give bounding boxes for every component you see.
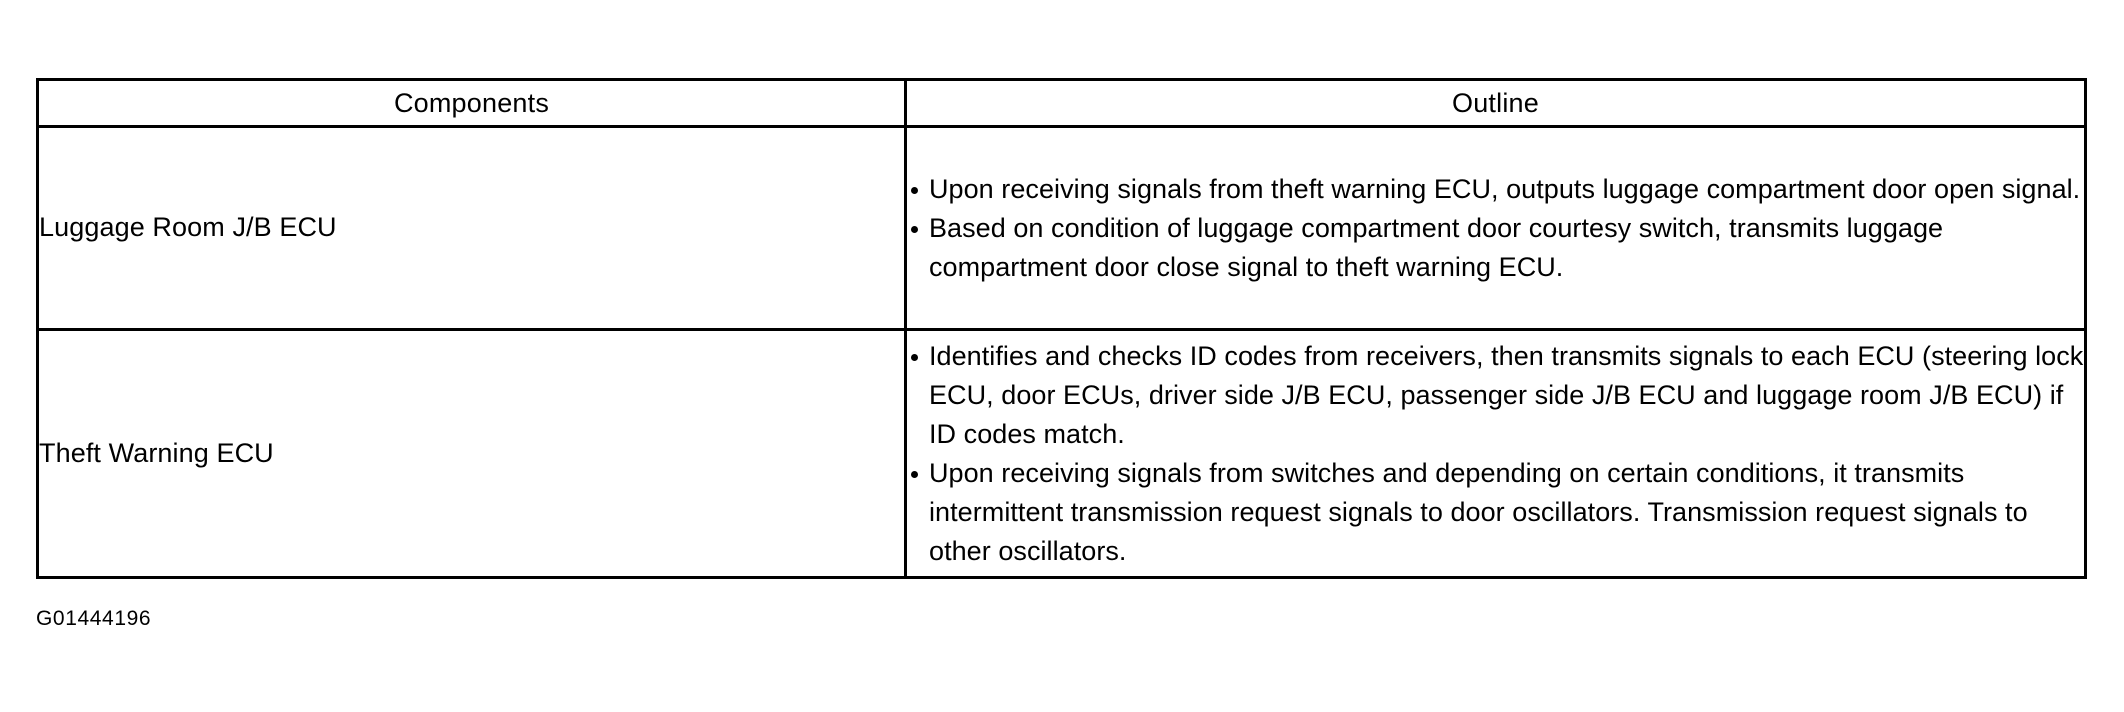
column-header-outline: Outline — [904, 78, 2087, 128]
figure-code-label: G01444196 — [36, 607, 152, 630]
component-name-cell: Luggage Room J/B ECU — [36, 125, 907, 331]
outline-bullet-item: Upon receiving signals from theft warnin… — [907, 170, 2084, 209]
outline-bullet-item: Upon receiving signals from switches and… — [907, 454, 2084, 571]
table-row: Luggage Room J/B ECU Upon receiving sign… — [36, 125, 2087, 331]
table-header: Components Outline — [36, 78, 2087, 128]
table-header-row: Components Outline — [36, 78, 2087, 128]
outline-bullet-list: Upon receiving signals from theft warnin… — [907, 170, 2084, 287]
outline-bullet-item: Identifies and checks ID codes from rece… — [907, 337, 2084, 454]
column-header-components: Components — [36, 78, 907, 128]
component-name-cell: Theft Warning ECU — [36, 328, 907, 579]
outline-bullet-item: Based on condition of luggage compartmen… — [907, 209, 2084, 287]
table-row: Theft Warning ECU Identifies and checks … — [36, 328, 2087, 579]
outline-cell: Upon receiving signals from theft warnin… — [904, 125, 2087, 331]
table-body: Luggage Room J/B ECU Upon receiving sign… — [36, 125, 2087, 579]
outline-cell: Identifies and checks ID codes from rece… — [904, 328, 2087, 579]
components-outline-table: Components Outline Luggage Room J/B ECU … — [36, 78, 2087, 579]
outline-bullet-list: Identifies and checks ID codes from rece… — [907, 337, 2084, 571]
